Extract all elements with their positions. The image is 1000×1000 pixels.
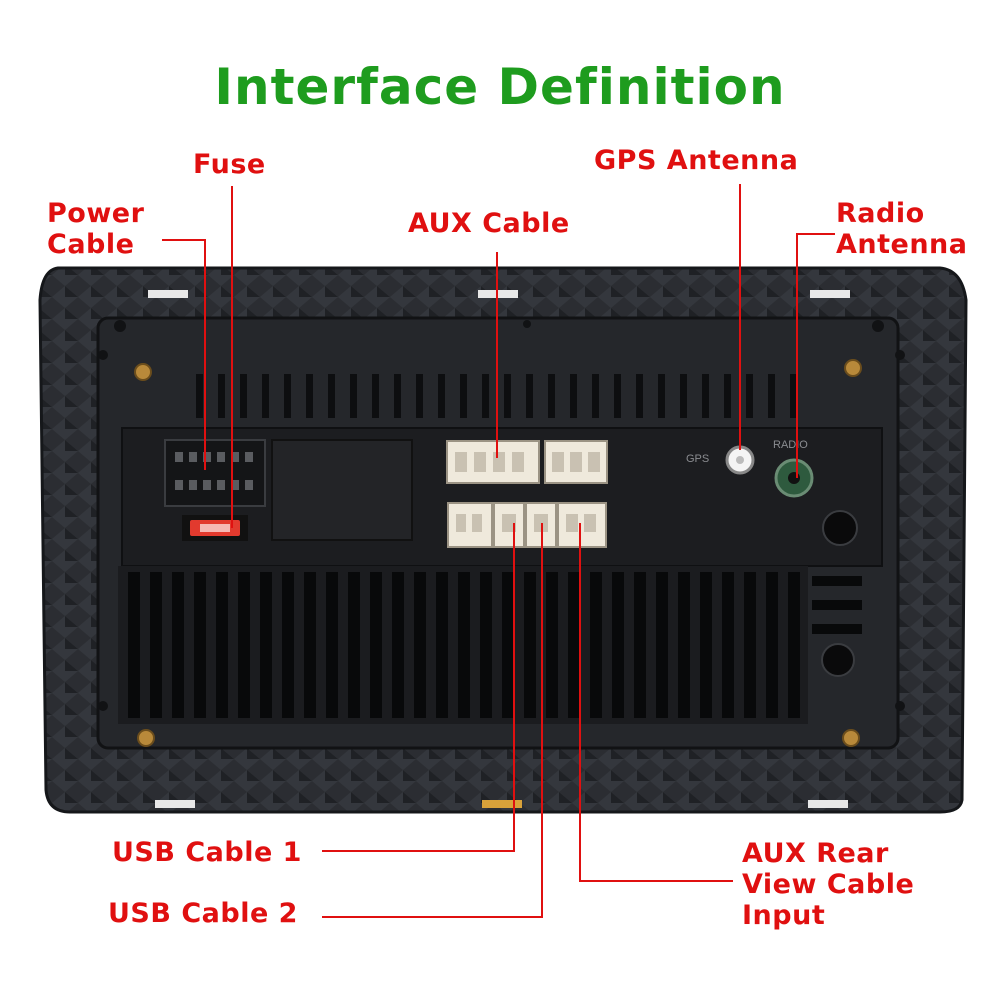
label-usb-cable-2: USB Cable 2 [108, 898, 298, 929]
bottom-clip [808, 800, 848, 808]
gps-marking: GPS [686, 453, 709, 465]
usb-connectors [447, 502, 607, 548]
aux-connector [446, 440, 608, 484]
label-aux-rear-line3: Input [742, 900, 826, 931]
leader-power [162, 239, 206, 470]
label-aux-rear-line2: View Cable [742, 869, 915, 900]
upper-vents [196, 374, 797, 418]
leader-aux-rear [579, 523, 733, 882]
aux-jack [821, 643, 855, 677]
top-clip [810, 290, 850, 298]
leader-lines [162, 184, 835, 918]
label-power-cable-line2: Cable [47, 229, 135, 260]
radio-marking: RADIO [773, 439, 808, 451]
label-power-cable-line1: Power [47, 198, 145, 229]
label-radio-antenna-line1: Radio [836, 198, 925, 229]
fuse-icon [182, 515, 248, 541]
label-usb-cable-1: USB Cable 1 [112, 837, 302, 868]
top-clip [148, 290, 188, 298]
diagram-title: Interface Definition [214, 58, 786, 116]
screw-icon [134, 359, 862, 747]
bottom-clip [482, 800, 522, 808]
label-aux-cable: AUX Cable [408, 208, 570, 239]
label-gps-antenna: GPS Antenna [594, 145, 799, 176]
side-vents [812, 576, 862, 634]
label-radio-antenna: Radio Antenna [836, 198, 968, 260]
label-aux-rear-view: AUX Rear View Cable Input [742, 838, 914, 931]
label-fuse: Fuse [193, 149, 266, 180]
blank-cover [271, 439, 413, 541]
label-power-cable: Power Cable [47, 198, 144, 260]
aux-jack [822, 510, 858, 546]
leader-usb2 [322, 523, 543, 918]
label-radio-antenna-line2: Antenna [836, 229, 968, 260]
heatsink-fins [128, 572, 800, 718]
label-aux-rear-line1: AUX Rear [742, 838, 889, 869]
leader-radio [796, 233, 835, 478]
power-connector [164, 439, 266, 507]
bottom-clip [155, 800, 195, 808]
leader-usb1 [322, 523, 515, 852]
